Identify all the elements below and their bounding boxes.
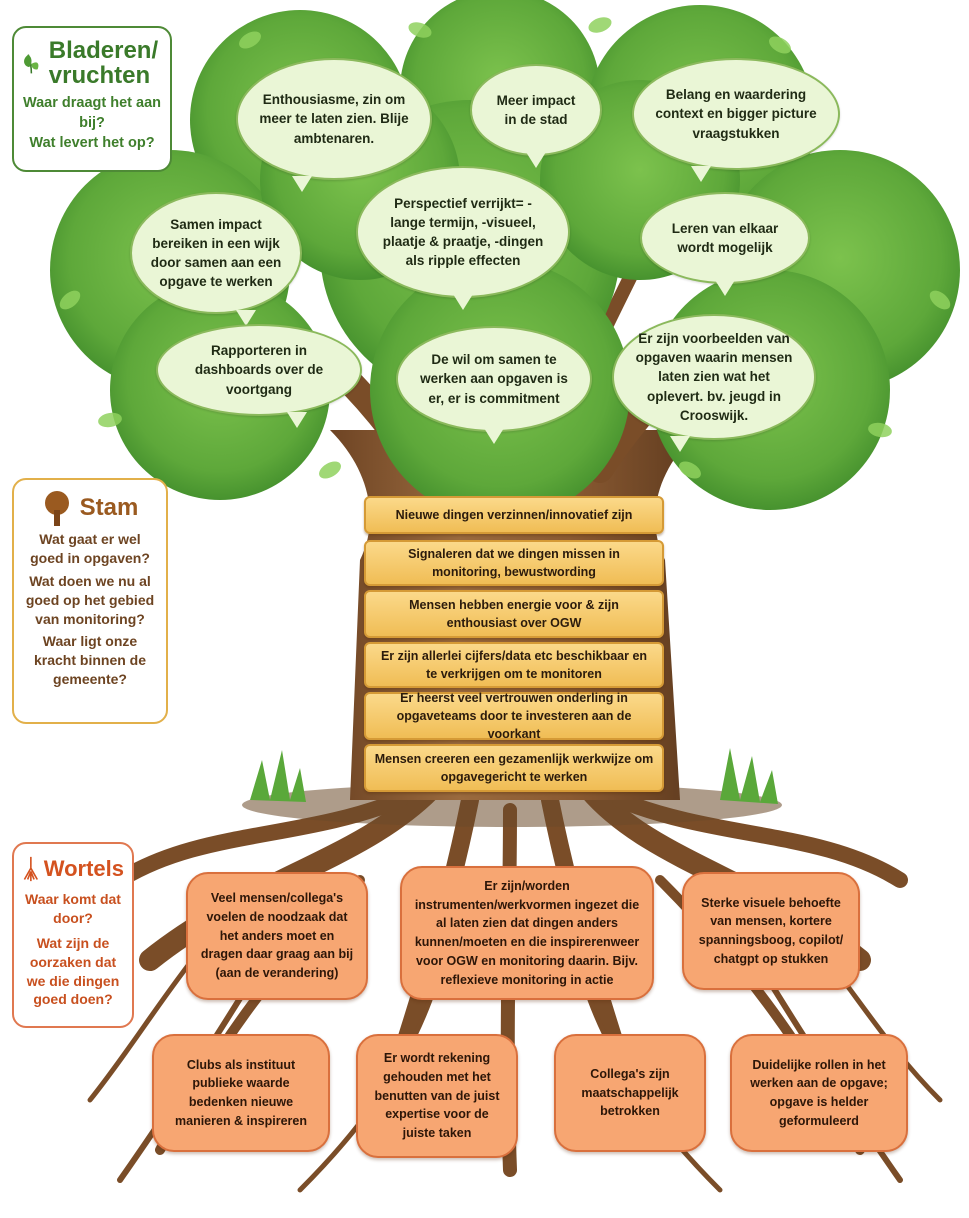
trunk-plank: Er zijn allerlei cijfers/data etc beschi…: [364, 642, 664, 688]
root-box: Duidelijke rollen in het werken aan de o…: [730, 1034, 908, 1152]
trunk-plank: Mensen creeren een gezamenlijk werkwijze…: [364, 744, 664, 792]
trunk-plank: Mensen hebben energie voor & zijn enthou…: [364, 590, 664, 638]
leaf-bubble: Er zijn voorbeelden van opgaven waarin m…: [612, 314, 816, 452]
tree-icon: [44, 491, 69, 526]
legend-card-leaves: Bladeren/ vruchten Waar draagt het aan b…: [12, 26, 172, 172]
trunk-plank: Signaleren dat we dingen missen in monit…: [364, 540, 664, 586]
leaf-bubble: Leren van elkaar wordt mogelijk: [640, 192, 810, 296]
leaf-icon: [24, 54, 39, 74]
leaves-question-2: Wat levert het op?: [29, 134, 155, 151]
trunk-title: Stam: [79, 494, 139, 522]
trunk-plank: Nieuwe dingen verzinnen/innovatief zijn: [364, 496, 664, 534]
leaf-bubble: Belang en waardering context en bigger p…: [632, 58, 840, 182]
roots-question-1: Waar komt dat door?: [25, 891, 121, 926]
legend-card-roots: Wortels Waar komt dat door? Wat zijn de …: [12, 842, 134, 1028]
roots-question-2: Wat zijn de oorzaken dat we die dingen g…: [26, 934, 120, 1008]
leaf-bubble: Samen impact bereiken in een wijk door s…: [130, 192, 302, 326]
leaf-accents: [59, 17, 951, 479]
root-box: Er zijn/worden instrumenten/werkvormen i…: [400, 866, 654, 1000]
trunk-question-3: Waar ligt onze kracht binnen de gemeente…: [33, 633, 147, 688]
trunk-question-2: Wat doen we nu al goed op het gebied van…: [25, 572, 155, 627]
roots-title: Wortels: [43, 856, 124, 882]
trunk-question-1: Wat gaat er wel goed in opgaven?: [30, 531, 150, 566]
leaf-bubble: De wil om samen te werken aan opgaven is…: [396, 326, 592, 444]
root-box: Veel mensen/collega's voelen de noodzaak…: [186, 872, 368, 1000]
root-box: Collega's zijn maatschappelijk betrokken: [554, 1034, 706, 1152]
leaf-bubble: Perspectief verrijkt= - lange termijn, -…: [356, 166, 570, 310]
grass-tufts: [250, 748, 778, 804]
leaves-question-1: Waar draagt het aan bij?: [22, 95, 162, 131]
root-box: Clubs als instituut publieke waarde bede…: [152, 1034, 330, 1152]
roots-icon: [23, 856, 39, 882]
trunk-plank: Er heerst veel vertrouwen onderling in o…: [364, 691, 664, 741]
root-box: Er wordt rekening gehouden met het benut…: [356, 1034, 518, 1158]
legend-card-trunk: Stam Wat gaat er wel goed in opgaven? Wa…: [12, 478, 168, 724]
leaf-bubble: Rapporteren in dashboards over de voortg…: [156, 324, 362, 428]
leaf-bubble: Enthousiasme, zin om meer te laten zien.…: [236, 58, 432, 192]
root-box: Sterke visuele behoefte van mensen, kort…: [682, 872, 860, 990]
leaf-bubble: Meer impact in de stad: [470, 64, 602, 168]
leaves-title: Bladeren/ vruchten: [48, 37, 159, 90]
